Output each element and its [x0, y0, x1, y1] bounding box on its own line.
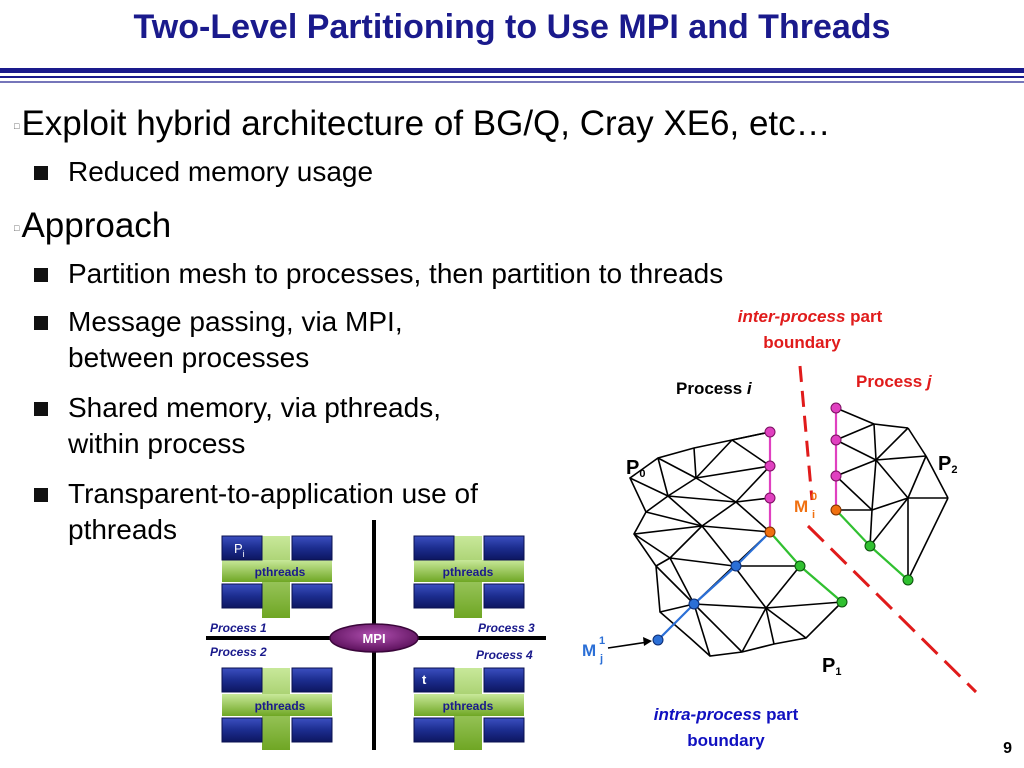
- pthreads-label: pthreads: [255, 699, 306, 713]
- orange-vertices: [764, 504, 842, 538]
- thread-group-3: pthreads: [413, 535, 525, 618]
- square-bullet-icon: [34, 488, 48, 502]
- bullet-text: within process: [68, 428, 246, 459]
- sub-bullet-pthreads: Shared memory, via pthreads, within proc…: [34, 390, 441, 462]
- p0-label: P0: [626, 457, 645, 480]
- mpi-ellipse: [329, 623, 419, 653]
- bullet-marker-icon: □: [14, 222, 20, 233]
- inter-process-label: inter-process part: [738, 307, 883, 326]
- bullet-exploit: □Exploit hybrid architecture of BG/Q, Cr…: [14, 104, 831, 144]
- bullet-text: Shared memory, via pthreads,: [68, 392, 441, 423]
- t-label: t: [422, 672, 427, 687]
- magenta-boundary: [768, 408, 838, 532]
- bullet-approach: □Approach: [14, 206, 171, 246]
- mj1-subscript: j: [599, 653, 603, 665]
- bullet-text: Partition mesh to processes, then partit…: [68, 258, 724, 289]
- bullet-text: Exploit hybrid architecture of BG/Q, Cra…: [21, 104, 831, 143]
- pthreads-label: pthreads: [443, 699, 494, 713]
- bullet-text: pthreads: [68, 514, 177, 545]
- square-bullet-icon: [34, 402, 48, 416]
- intra-process-label-line2: boundary: [687, 731, 765, 750]
- bullet-text: Message passing, via MPI,: [68, 306, 403, 337]
- process-j-label: Process j: [856, 372, 933, 391]
- pi-label: Pi: [234, 541, 245, 559]
- bullet-text: between processes: [68, 342, 310, 373]
- thread-group-1: pthreads Pi: [221, 535, 333, 618]
- process-3-label: Process 3: [478, 621, 535, 635]
- intra-process-label: intra-process part: [654, 705, 799, 724]
- process-2-label: Process 2: [210, 645, 267, 659]
- mj1-arrow-icon: [607, 637, 652, 649]
- green-vertices: [794, 540, 914, 608]
- square-bullet-icon: [34, 268, 48, 282]
- mj1-superscript: 1: [599, 635, 605, 647]
- blue-vertices: [652, 560, 742, 646]
- square-bullet-icon: [34, 316, 48, 330]
- mi0-subscript: i: [812, 509, 815, 521]
- mpi-label: MPI: [362, 631, 385, 646]
- bullet-text: Approach: [21, 206, 172, 245]
- sub-bullet-mpi: Message passing, via MPI, between proces…: [34, 304, 403, 376]
- pthreads-label: pthreads: [443, 565, 494, 579]
- inter-process-label-line2: boundary: [763, 333, 841, 352]
- title-rule-thick: [0, 68, 1024, 73]
- mi0-superscript: 0: [811, 491, 817, 503]
- thread-group-2: pthreads: [221, 667, 333, 750]
- sub-bullet-memory: Reduced memory usage: [34, 154, 373, 190]
- page-number: 9: [1003, 740, 1012, 757]
- slide-title: Two-Level Partitioning to Use MPI and Th…: [133, 8, 891, 46]
- thread-group-4: pthreads t: [413, 667, 525, 750]
- mpi-threads-diagram: pthreads Pi pthreads pthreads pthreads t…: [206, 520, 546, 750]
- mesh-partition-diagram: inter-process part boundary Process i Pr…: [582, 307, 978, 750]
- process-4-label: Process 4: [476, 648, 533, 662]
- p2-label: P2: [938, 453, 957, 476]
- mesh-process-j: [835, 407, 949, 581]
- mj1-label: M: [582, 641, 596, 660]
- bullet-text: Reduced memory usage: [68, 156, 374, 187]
- pthreads-label: pthreads: [255, 565, 306, 579]
- mi0-label: M: [794, 497, 808, 516]
- bullet-marker-icon: □: [14, 120, 20, 131]
- bullet-text: Transparent-to-application use of: [68, 478, 478, 509]
- process-1-label: Process 1: [210, 621, 267, 635]
- intra-boundary-green: [769, 509, 909, 603]
- intra-boundary-blue: [657, 531, 771, 641]
- inter-process-boundary: [798, 365, 978, 694]
- title-rule-thin: [0, 76, 1024, 78]
- process-i-label: Process i: [676, 379, 753, 398]
- sub-bullet-transparent: Transparent-to-application use of pthrea…: [34, 476, 478, 548]
- sub-bullet-partition: Partition mesh to processes, then partit…: [34, 256, 723, 292]
- magenta-vertices: [764, 402, 842, 504]
- p1-label: P1: [822, 655, 841, 678]
- square-bullet-icon: [34, 166, 48, 180]
- title-rule-thin-2: [0, 81, 1024, 83]
